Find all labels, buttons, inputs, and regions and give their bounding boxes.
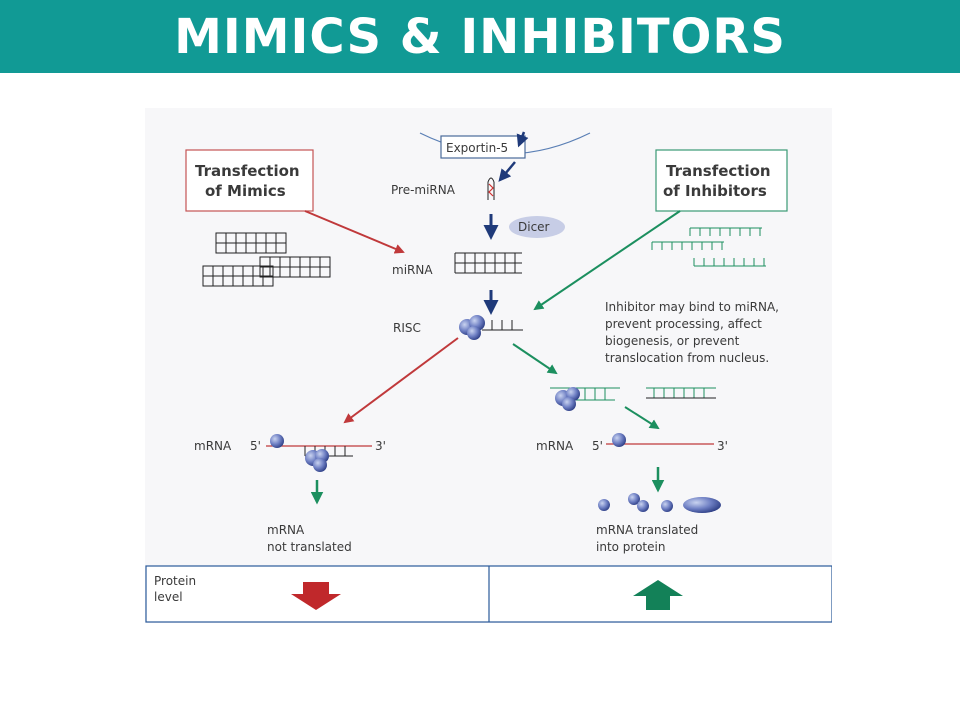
exportin-arrow: [516, 131, 529, 148]
slide-title: MIMICS & INHIBITORS: [174, 8, 786, 65]
left-mrna-3prime: 3': [375, 439, 386, 453]
risc-label: RISC: [393, 321, 421, 335]
inhibited-to-mrna-arrow: [624, 406, 660, 430]
left-ribosome: [270, 434, 284, 448]
pre-mirna-label: Pre-miRNA: [391, 183, 456, 197]
mimics-arrow: [304, 210, 405, 254]
risc-to-inhibited-arrow: [512, 343, 558, 375]
exportin-5-label: Exportin-5: [446, 141, 508, 155]
mimics-inhibitors-figure: Exportin-5 Pre-miRNA Dicer miRNA RISC Tr…: [145, 108, 833, 623]
right-mrna-3prime: 3': [717, 439, 728, 453]
inhibited-risc: [550, 387, 620, 411]
protein-down-arrow: [291, 582, 341, 610]
mirna-duplex: [454, 252, 522, 274]
pre-mirna-hairpin: [487, 177, 495, 200]
mimics-box-line1: Transfection: [195, 162, 300, 180]
title-bar: [0, 0, 960, 73]
right-outcome-line2: into protein: [596, 540, 665, 554]
risc-complex: [459, 315, 523, 340]
left-mrna-label: mRNA: [194, 439, 232, 453]
transfection-mimics-box: [185, 149, 314, 212]
inhibitor-strands: [651, 227, 766, 267]
dicer-enzyme: [509, 216, 565, 238]
left-risc-bound: [304, 446, 353, 472]
left-mrna-5prime: 5': [250, 439, 261, 453]
protein-level-line1: Protein: [154, 574, 196, 588]
right-ribosome: [612, 433, 626, 447]
inhibitors-box-line2: of Inhibitors: [663, 182, 767, 200]
mirna-label: miRNA: [392, 263, 433, 277]
right-outcome-line1: mRNA translated: [596, 523, 698, 537]
dicer-label: Dicer: [518, 220, 550, 234]
inhibitor-note-line1: Inhibitor may bind to miRNA,: [605, 300, 779, 314]
protein-chain: [598, 493, 721, 513]
mimic-duplexes: [202, 232, 331, 287]
inhibitors-arrow: [533, 210, 681, 311]
mimics-box-line2: of Mimics: [205, 182, 286, 200]
inhibitor-note-line4: translocation from nucleus.: [605, 351, 769, 365]
transfection-inhibitors-box: [655, 149, 788, 212]
protein-level-line2: level: [154, 590, 183, 604]
inhibitor-note-line2: prevent processing, affect: [605, 317, 762, 331]
left-outcome-line2: not translated: [267, 540, 352, 554]
right-mrna-label: mRNA: [536, 439, 574, 453]
inhibitor-mirna-duplex: [646, 387, 716, 399]
export-to-premirna-arrow: [498, 161, 516, 182]
inhibitors-box-line1: Transfection: [666, 162, 771, 180]
risc-to-left-arrow: [343, 337, 459, 424]
pathway-diagram: Exportin-5 Pre-miRNA Dicer miRNA RISC Tr…: [145, 131, 833, 623]
right-mrna-5prime: 5': [592, 439, 603, 453]
left-outcome-line1: mRNA: [267, 523, 305, 537]
inhibitor-note-line3: biogenesis, or prevent: [605, 334, 740, 348]
protein-up-arrow: [633, 580, 683, 610]
